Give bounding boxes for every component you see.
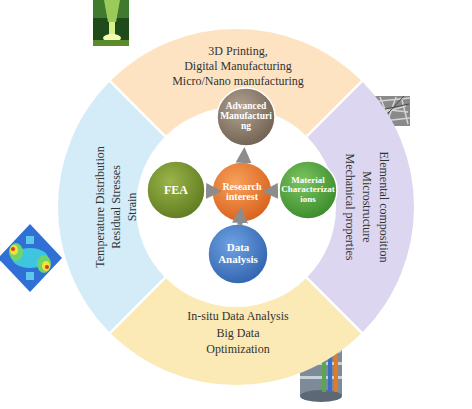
topic-circle: Research interest bbox=[211, 161, 273, 223]
laser-photo bbox=[93, 0, 129, 46]
band-text: Strain bbox=[125, 193, 140, 222]
circle-fill bbox=[208, 224, 268, 284]
circle-fill bbox=[147, 161, 205, 219]
band-text: Elemental composition bbox=[376, 152, 391, 263]
band-text: In-situ Data Analysis bbox=[187, 309, 288, 324]
circle-label: Research interest bbox=[214, 161, 270, 223]
circle-fill bbox=[279, 161, 337, 219]
band-text: Micro/Nano manufacturing bbox=[172, 74, 304, 89]
band-text: 3D Printing, bbox=[208, 44, 267, 59]
band-text: Temperature Distribution bbox=[93, 146, 108, 267]
circle-label: Data Analysis bbox=[210, 223, 266, 285]
topic-circle: Material Characterizations bbox=[278, 160, 338, 220]
topic-circle: Advanced Manufacturing bbox=[216, 87, 276, 147]
arrow-connector bbox=[209, 189, 214, 194]
band-text: Digital Manufacturing bbox=[184, 59, 292, 74]
arrow-connector bbox=[237, 215, 243, 225]
circle-label: FEA bbox=[149, 160, 203, 220]
band-fill bbox=[58, 82, 164, 332]
band-text: Microstructure bbox=[359, 171, 374, 242]
band-text: Optimization bbox=[206, 342, 269, 357]
circle-label: Advanced Manufacturing bbox=[219, 87, 273, 147]
topic-circle: Data Analysis bbox=[207, 223, 269, 285]
circle-fill bbox=[217, 88, 275, 146]
arrow-connector bbox=[270, 189, 275, 194]
topic-circle: FEA bbox=[146, 160, 206, 220]
band-fill bbox=[111, 279, 361, 385]
band-text: Big Data bbox=[217, 326, 260, 341]
band-text: Mechanical properties bbox=[342, 154, 357, 261]
circle-label: Material Characterizations bbox=[281, 160, 335, 220]
fea-contour-plot bbox=[0, 224, 62, 292]
arrow-connector bbox=[241, 155, 246, 159]
circle-fill bbox=[212, 162, 272, 222]
band-text: Residual Stresses bbox=[109, 165, 124, 249]
